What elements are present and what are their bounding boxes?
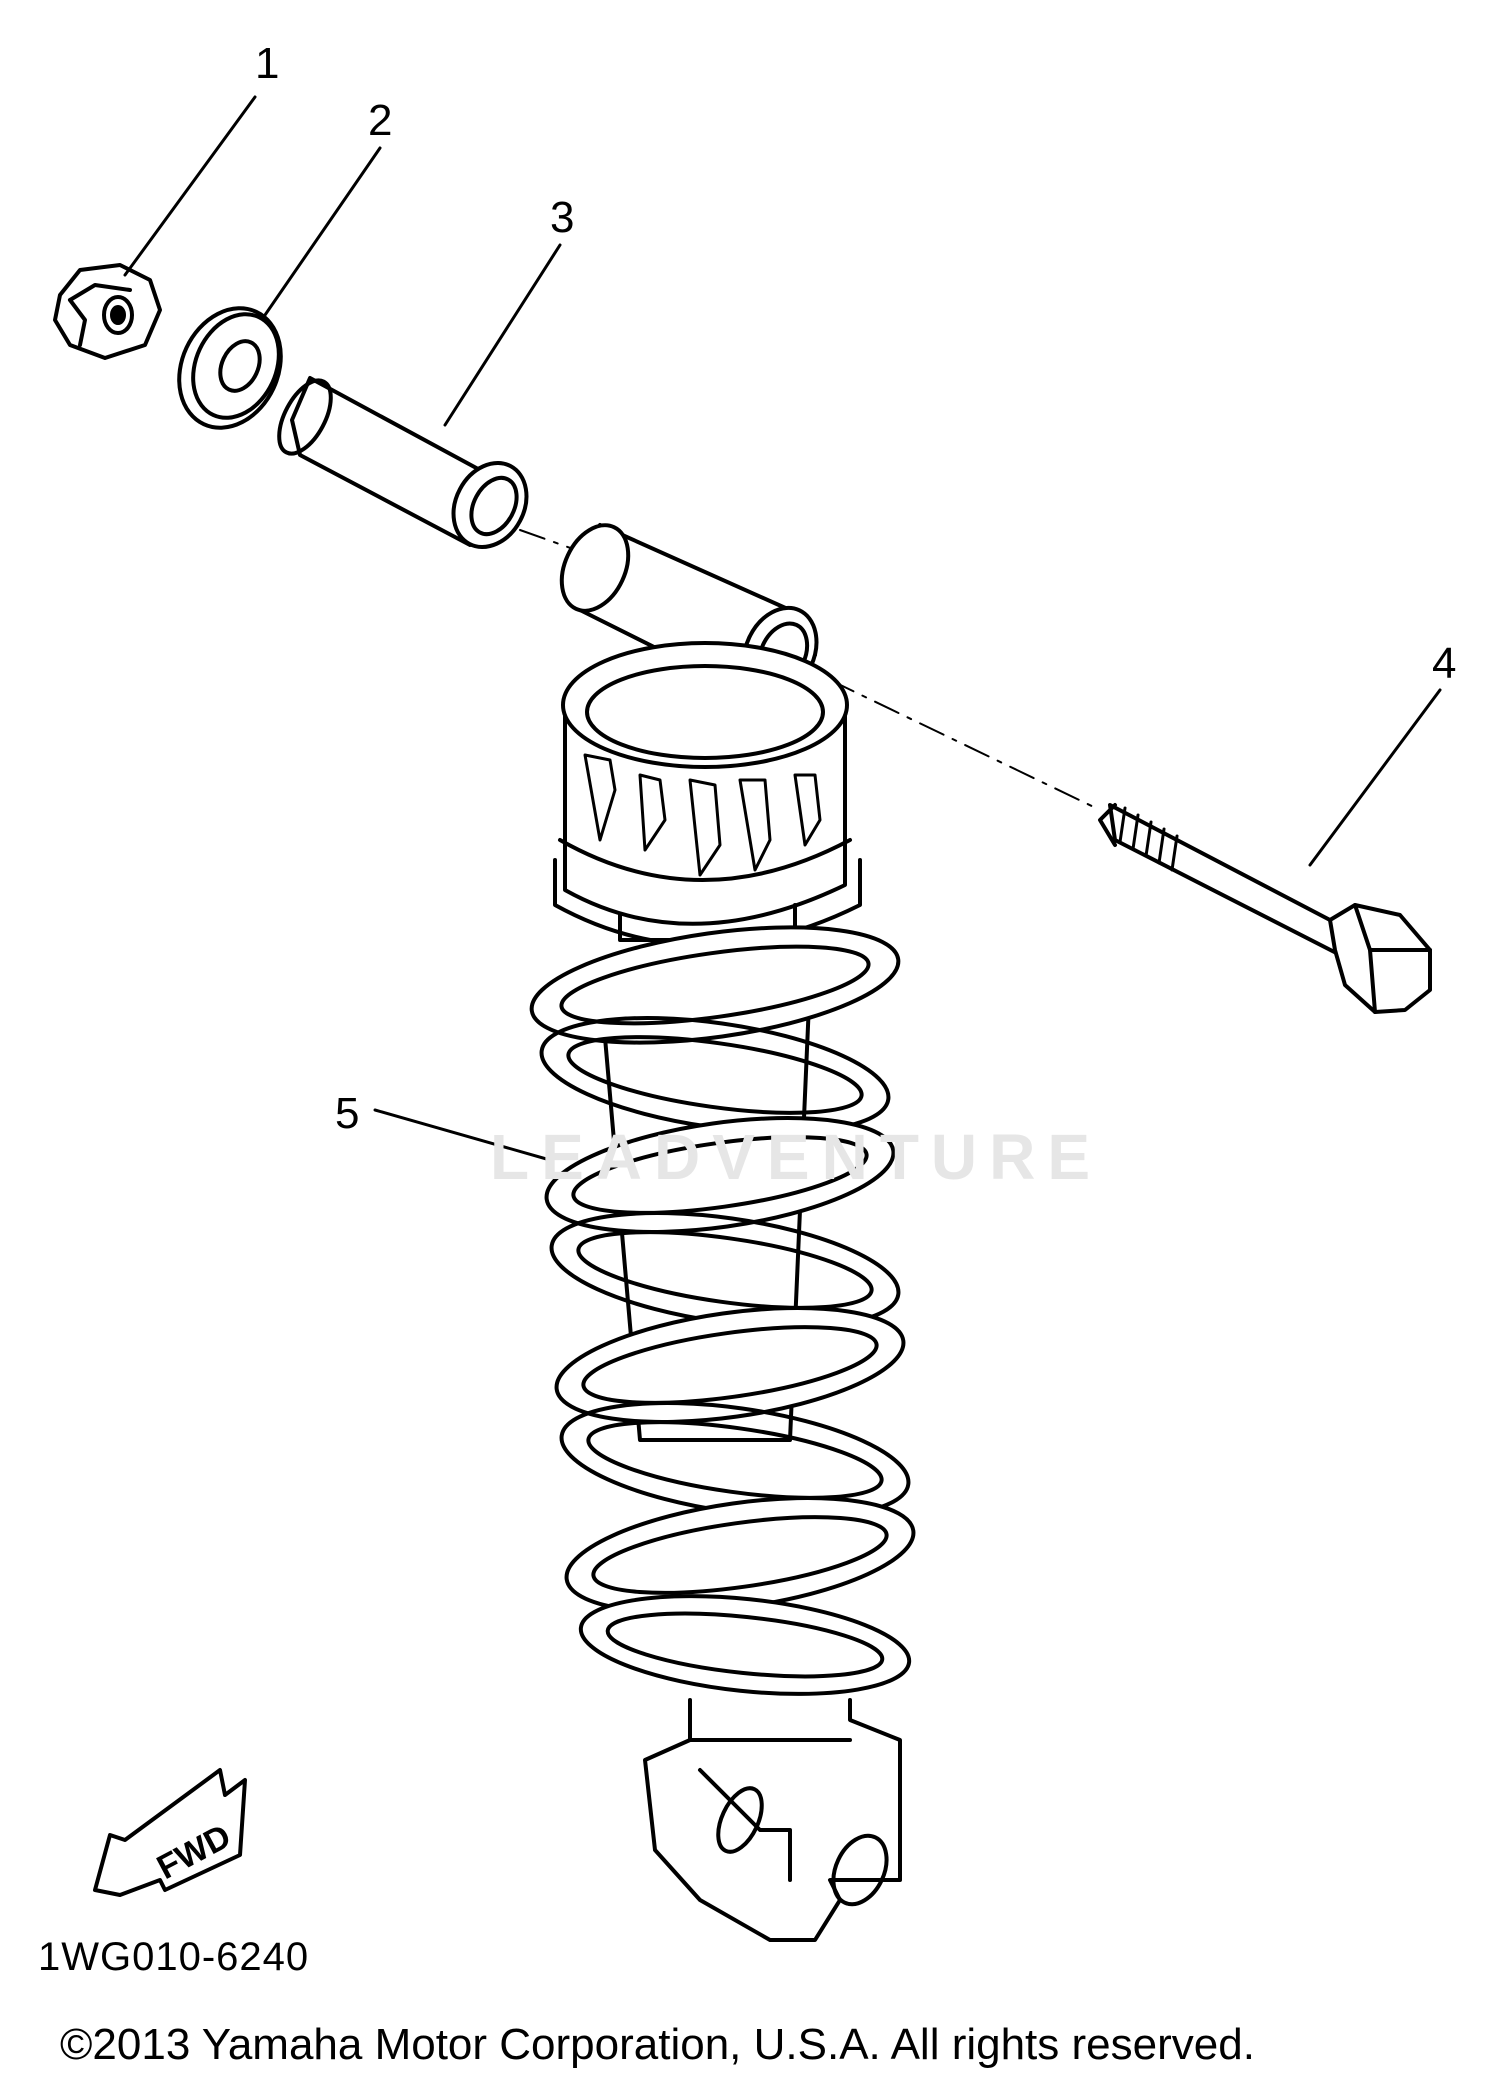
part-5-nut[interactable]	[53, 263, 162, 360]
part-1-rear-shock-absorber[interactable]	[525, 515, 921, 1942]
callout-4: 2	[368, 96, 392, 145]
part-2-collar[interactable]	[269, 372, 541, 560]
copyright-notice: ©2013 Yamaha Motor Corporation, U.S.A. A…	[60, 2020, 1255, 2069]
fwd-direction-arrow	[93, 1768, 247, 1897]
callout-5: 1	[255, 39, 279, 88]
part-4-washer[interactable]	[160, 292, 299, 445]
watermark: LEADVENTURE	[490, 1121, 1103, 1193]
callout-3: 4	[1432, 639, 1456, 688]
leader-lines	[123, 95, 1442, 1162]
diagram-code: 1WG010-6240	[38, 1935, 310, 1979]
part-3-bolt[interactable]	[1098, 803, 1432, 1014]
callout-2: 3	[550, 193, 574, 242]
callout-1: 5	[335, 1089, 359, 1138]
